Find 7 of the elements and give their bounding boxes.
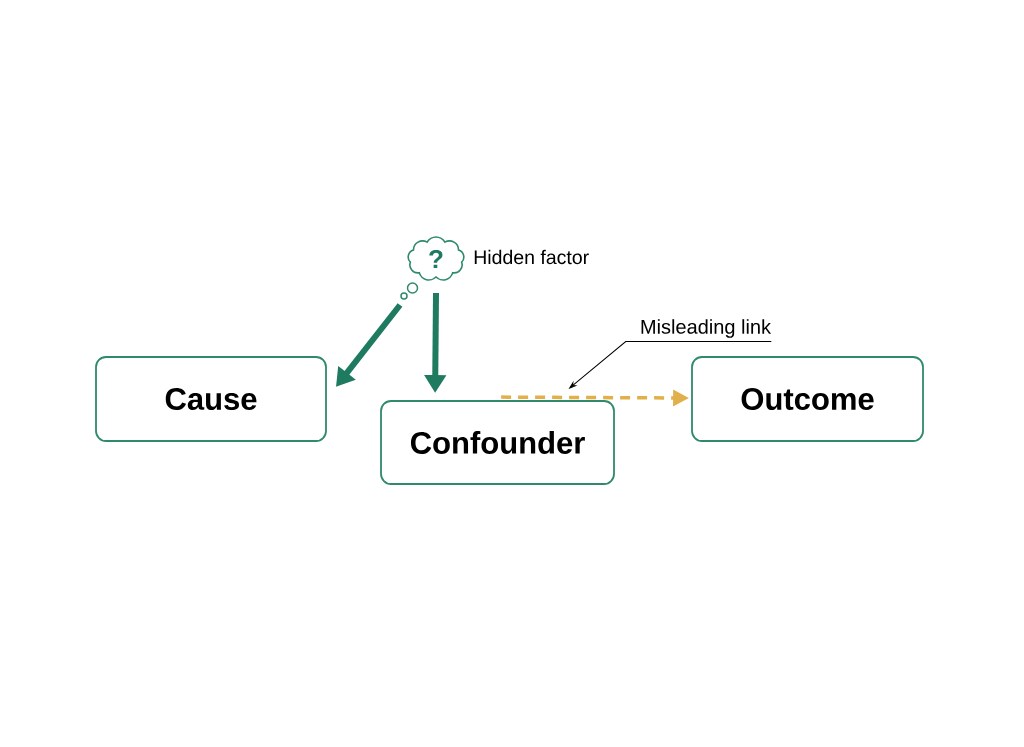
callout-text: Misleading link xyxy=(641,319,772,338)
concept-box: Cause xyxy=(95,356,327,442)
concept-box: Outcome xyxy=(691,356,924,442)
node-caption: Hidden factor xyxy=(474,249,589,265)
concept-box: Confounder xyxy=(380,400,615,485)
leader-line xyxy=(569,341,772,389)
thought-cloud: ? xyxy=(400,236,465,300)
